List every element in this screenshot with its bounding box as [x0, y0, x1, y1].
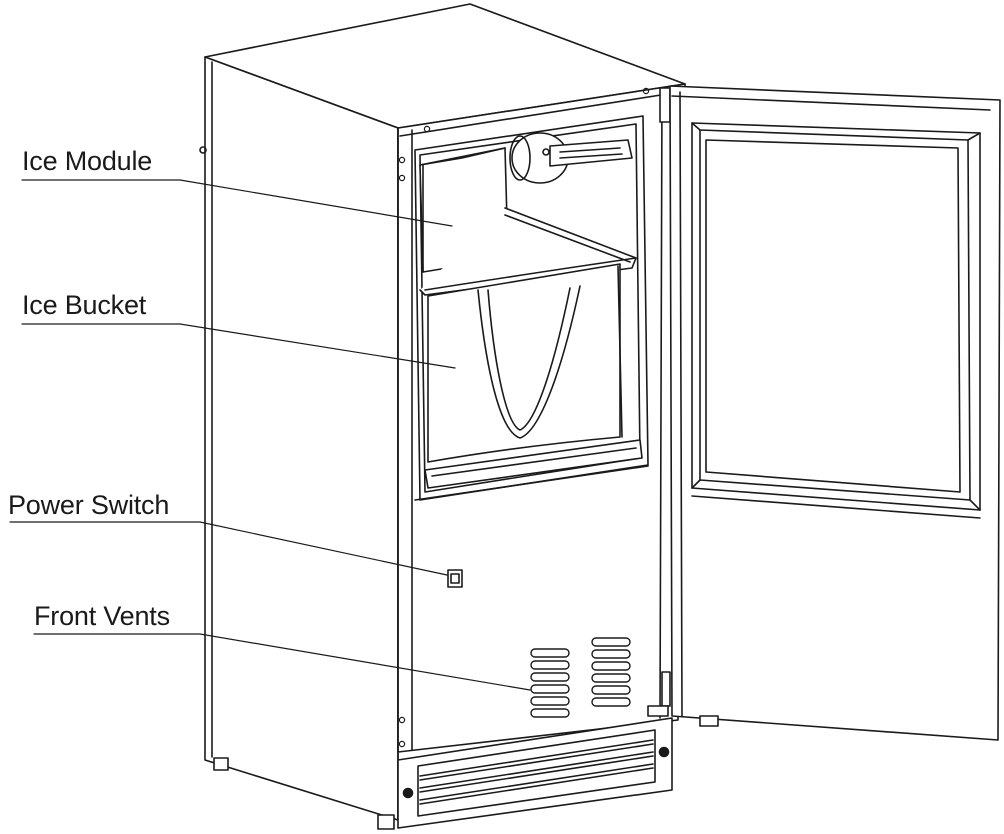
label-power-switch: Power Switch [8, 490, 170, 520]
frame-screws [398, 87, 650, 748]
water-inlet-motor [509, 132, 633, 184]
front-vents [530, 637, 631, 718]
door [669, 85, 1001, 741]
cabinet-side [204, 56, 399, 821]
ice-bucket [419, 207, 643, 489]
leader-ice-bucket [21, 323, 456, 369]
label-front-vents: Front Vents [34, 601, 170, 631]
power-switch [447, 569, 463, 588]
leader-lines [9, 179, 531, 691]
leader-ice-module [21, 179, 453, 227]
lower-panel [414, 465, 649, 501]
leader-power-switch [9, 521, 448, 576]
label-ice-module: Ice Module [22, 146, 153, 176]
leader-front-vents [33, 633, 531, 691]
label-ice-bucket: Ice Bucket [22, 290, 147, 320]
base-grille [397, 717, 673, 829]
